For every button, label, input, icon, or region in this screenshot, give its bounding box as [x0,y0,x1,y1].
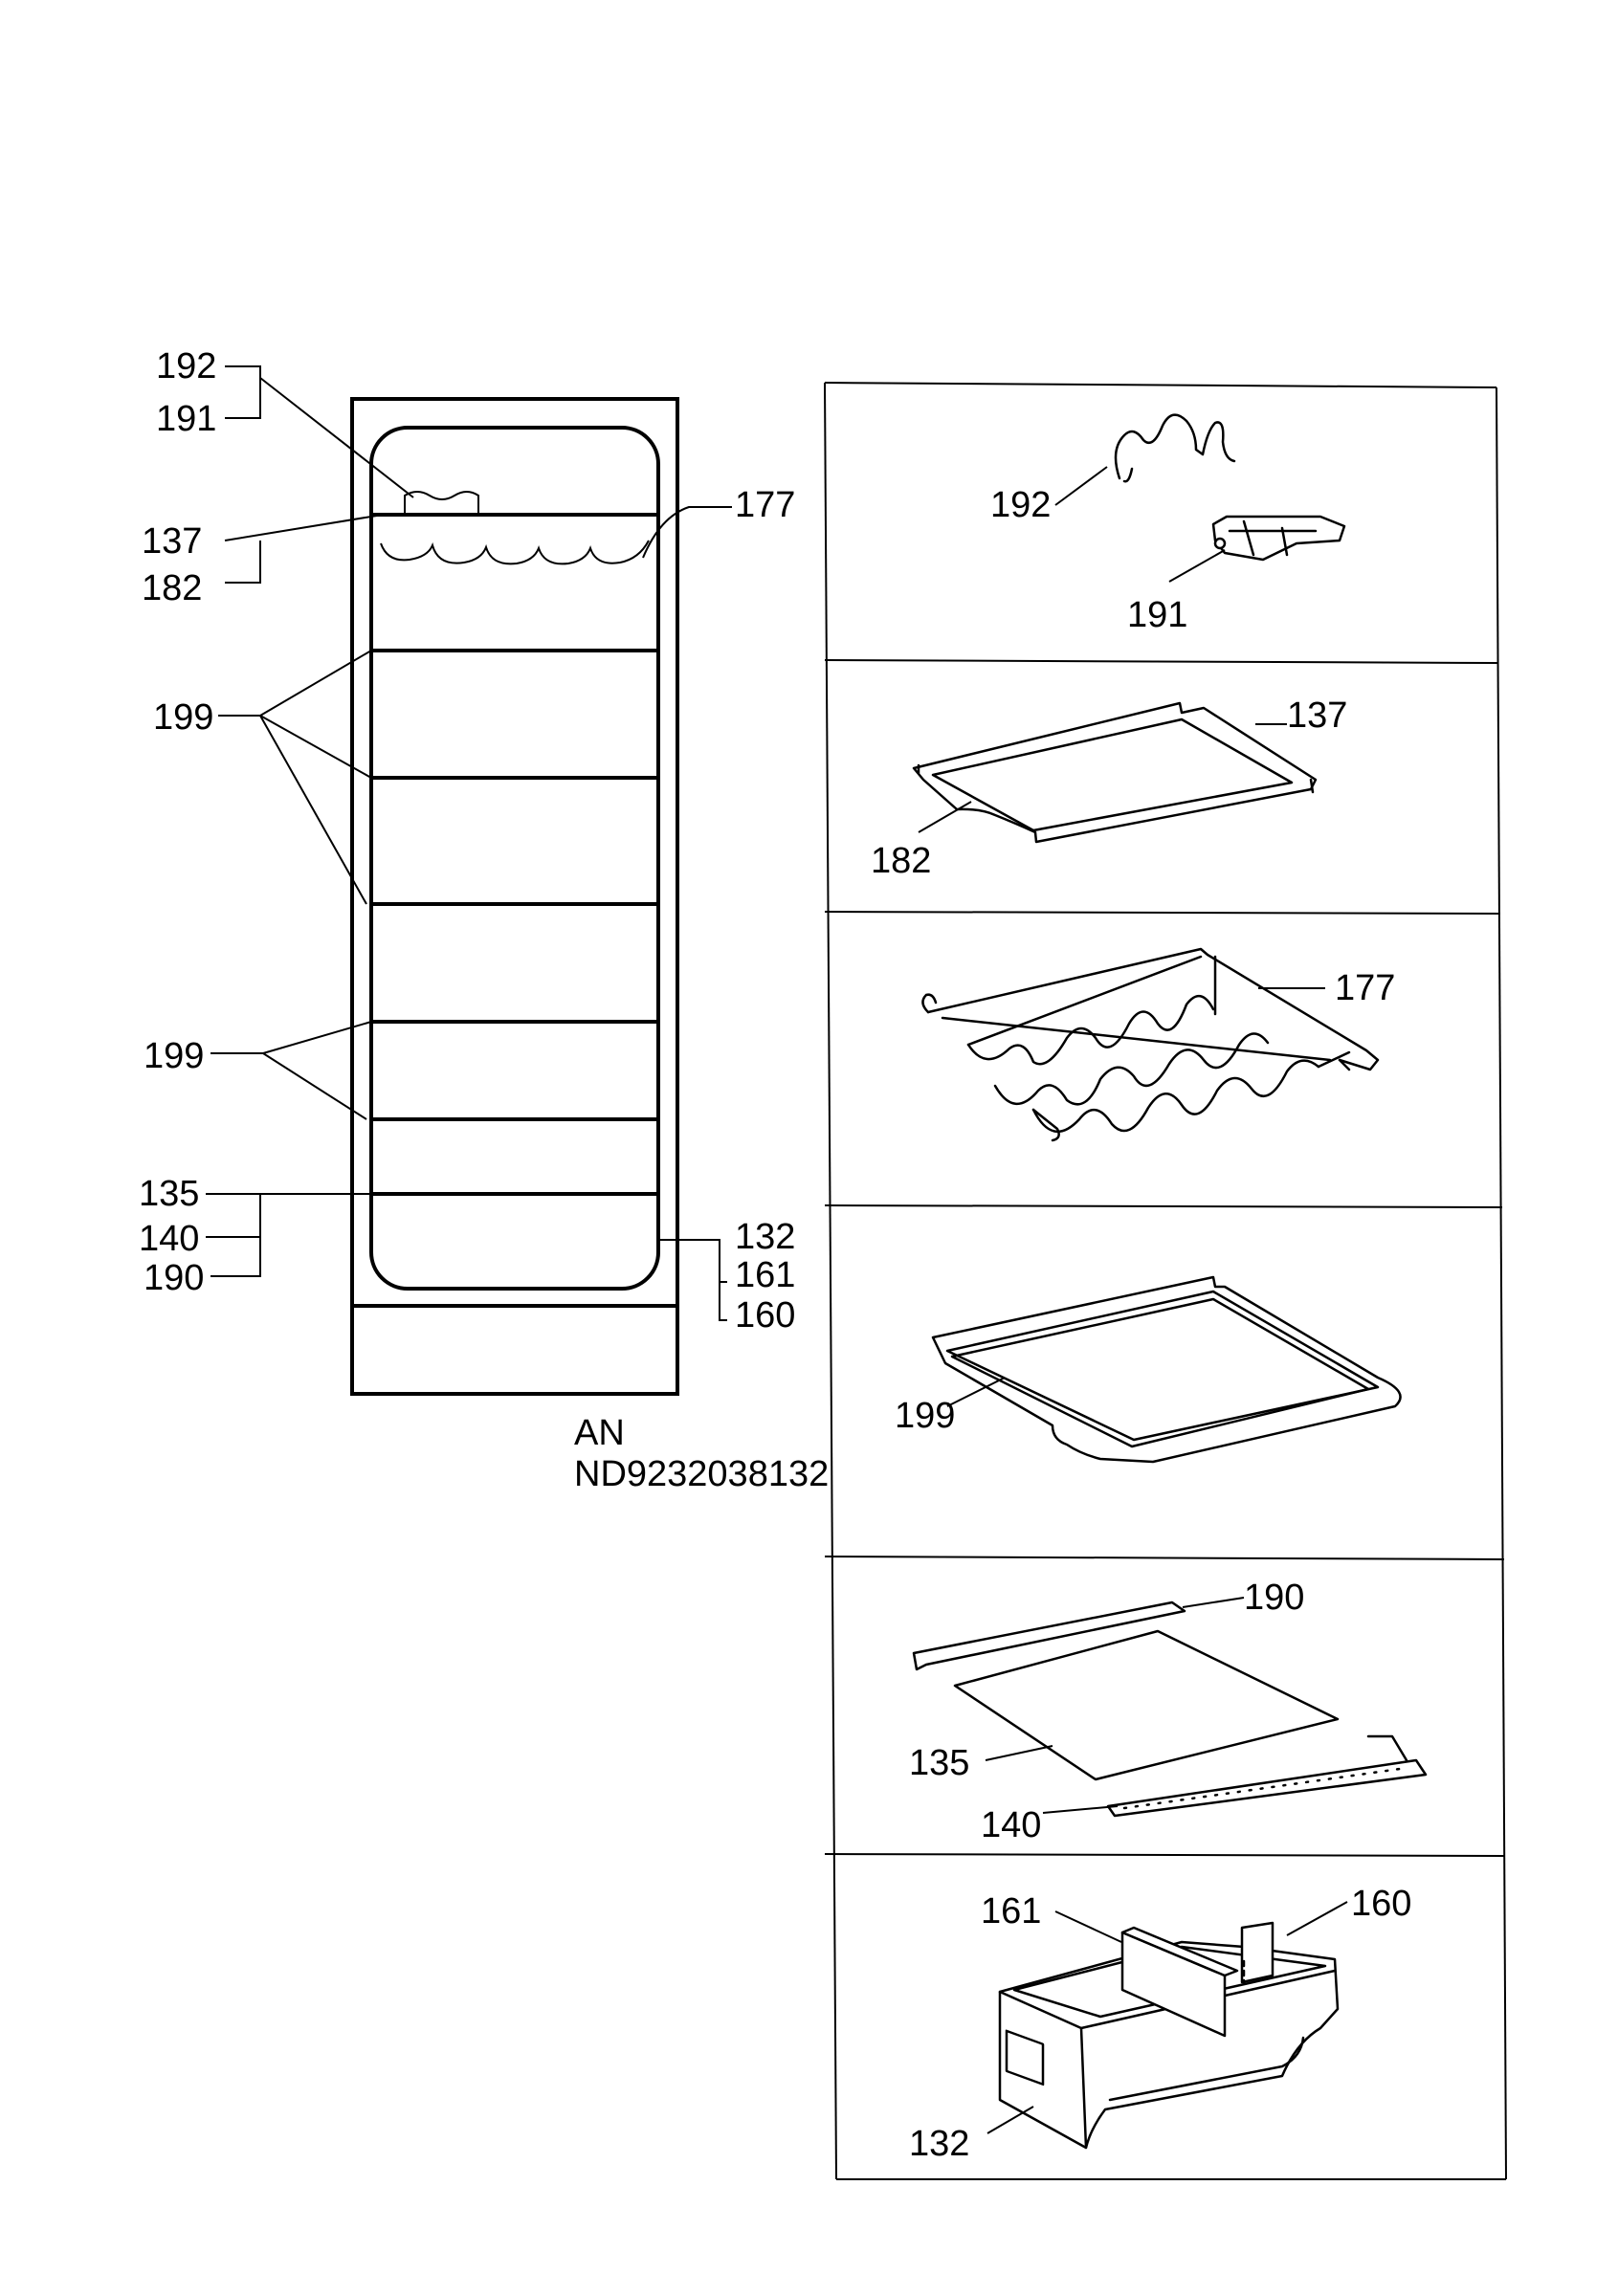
label-135-panel: 135 [909,1743,969,1783]
label-177-panel: 177 [1335,968,1395,1008]
label-199-left-lower: 199 [144,1036,204,1076]
label-160-panel: 160 [1351,1884,1411,1924]
glass-plate-135 [953,1629,1340,1781]
label-190-panel: 190 [1244,1578,1304,1618]
panel-5-glass-set: 190 135 140 [909,1578,1428,1845]
label-140-panel: 140 [981,1805,1041,1845]
panel-6-drawer: 161 160 132 [909,1884,1411,2164]
label-199-left-upper: 199 [153,697,213,738]
label-177-left: 177 [735,485,795,525]
label-182-left: 182 [142,568,202,608]
cabinet-outline [350,397,679,1396]
parts-panel-frame [824,382,1507,2180]
label-161-left: 161 [735,1255,795,1295]
diagram-code-line-1: AN [574,1413,625,1453]
divider-160 [1240,1921,1274,1984]
label-190-left: 190 [144,1258,204,1298]
label-192-panel: 192 [990,485,1051,525]
panel-2-glass-shelf: 137 182 [871,695,1347,881]
panel-1-bottle-holder: 192 191 [990,413,1346,635]
bottle-holder-sketch [404,491,479,514]
cabinet-overview [350,397,679,1396]
label-192-left: 192 [156,346,216,386]
label-182-panel: 182 [871,841,931,881]
wire-clip-192 [1114,413,1236,480]
label-140-left: 140 [139,1219,199,1259]
cabinet-liner [369,426,660,1291]
wine-rack-sketch [380,540,650,565]
diagram-code-line-2: ND9232038132 [574,1454,829,1494]
panel-4-shelf: 199 [895,1275,1402,1464]
label-160-left: 160 [735,1295,795,1336]
label-199-panel: 199 [895,1396,955,1436]
left-leaders [206,365,732,1321]
panel-3-wine-rack: 177 [921,947,1395,1142]
label-135-left: 135 [139,1174,199,1214]
holder-191 [1211,515,1346,562]
label-191-left: 191 [156,399,216,439]
label-132-left: 132 [735,1217,795,1257]
label-161-panel: 161 [981,1891,1041,1932]
label-137-panel: 137 [1287,695,1347,736]
rear-trim-190 [912,1601,1186,1671]
drawer-handle-recess [1005,2029,1045,2086]
label-132-panel: 132 [909,2124,969,2164]
shelf-199 [931,1275,1402,1464]
label-191-panel: 191 [1127,595,1187,635]
label-137-left: 137 [142,521,202,562]
wine-rack-177 [926,947,1380,1071]
front-trim-140 [1106,1758,1428,1818]
